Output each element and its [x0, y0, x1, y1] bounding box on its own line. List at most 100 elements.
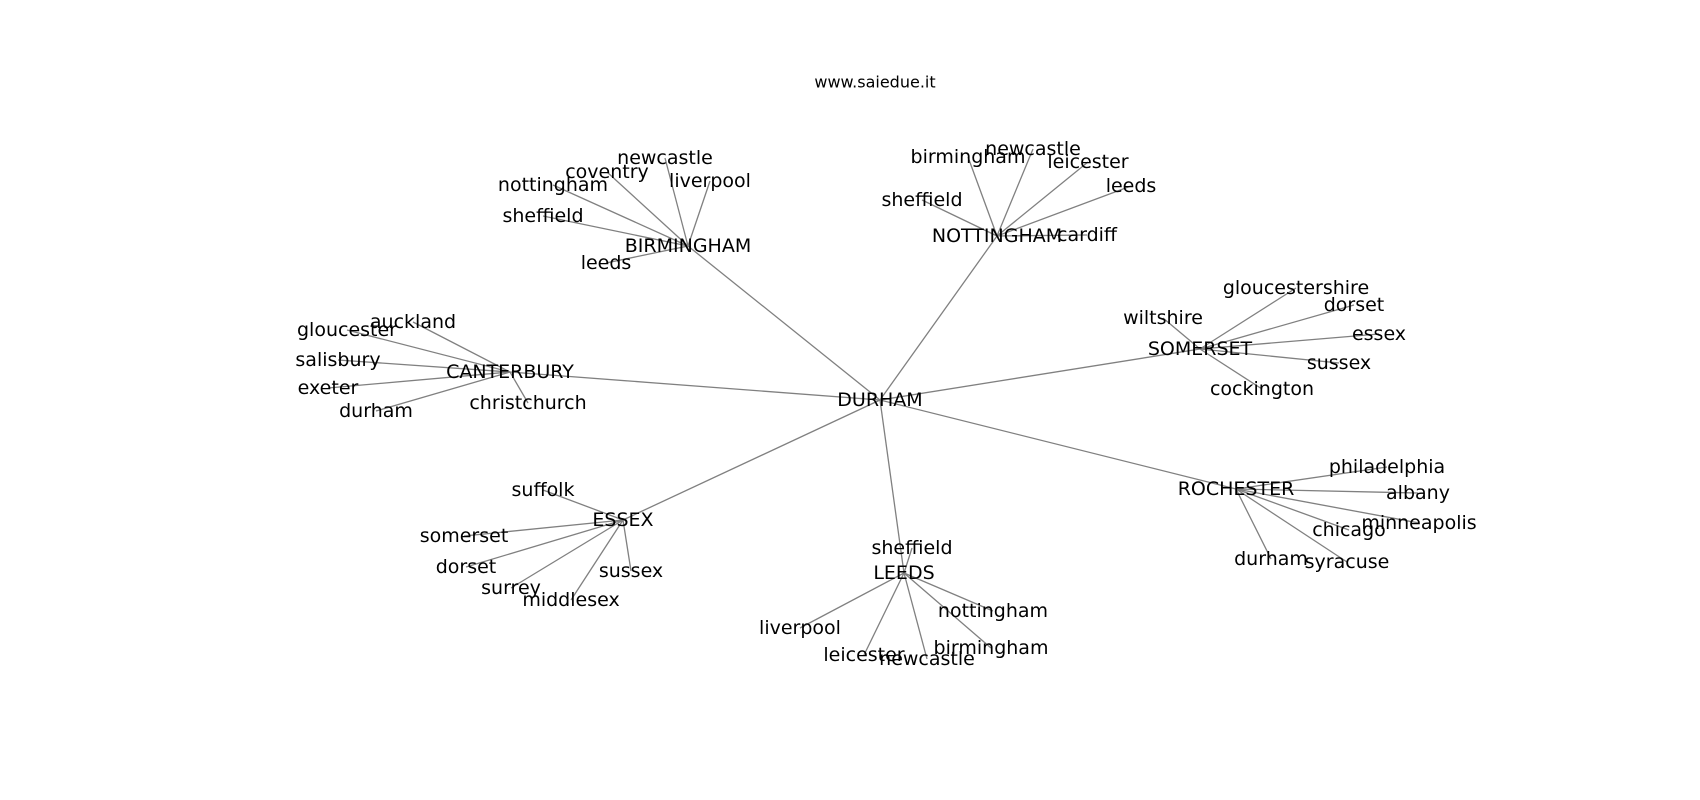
edge-birmingham-liverpool [687, 180, 711, 247]
edge-rochester-syracuse [1235, 488, 1348, 563]
edge-root-canterbury [509, 371, 881, 401]
edge-somerset-gloucestershire [1199, 287, 1297, 350]
node-root: DURHAM [837, 389, 922, 411]
node-leaf: durham [1234, 548, 1308, 570]
node-leaf: cockington [1210, 378, 1314, 400]
node-leaf: leicester [1047, 151, 1128, 173]
edge-leeds-birmingham [903, 572, 992, 649]
node-leaf: nottingham [498, 174, 608, 196]
edge-essex-surrey [510, 519, 624, 589]
node-leaf: birmingham [934, 637, 1049, 659]
edge-canterbury-salisbury [337, 359, 511, 373]
node-leaf: durham [339, 400, 413, 422]
node-hub: BIRMINGHAM [625, 235, 751, 257]
edge-rochester-philadelphia [1235, 466, 1388, 490]
edge-birmingham-newcastle [664, 157, 689, 247]
node-hub: ESSEX [592, 509, 653, 531]
edge-nottingham-birmingham [967, 156, 998, 237]
edge-canterbury-christchurch [509, 371, 529, 404]
node-leaf: gloucestershire [1223, 277, 1369, 299]
node-leaf: somerset [420, 525, 509, 547]
node-leaf: newcastle [879, 648, 975, 670]
site-title: www.saiedue.it [814, 73, 935, 92]
edge-somerset-cockington [1199, 348, 1263, 390]
node-hub: ROCHESTER [1178, 478, 1295, 500]
node-leaf: sheffield [871, 537, 952, 559]
node-leaf: gloucester [297, 319, 397, 341]
node-leaf: auckland [370, 311, 456, 333]
edge-root-rochester [879, 399, 1237, 490]
edge-rochester-minneapolis [1235, 488, 1420, 524]
edge-essex-somerset [463, 519, 624, 537]
edge-root-essex [622, 399, 881, 521]
edge-leeds-newcastle [903, 572, 928, 660]
node-leaf: liverpool [759, 617, 841, 639]
edge-somerset-sussex [1199, 348, 1340, 364]
node-hub: CANTERBURY [446, 361, 574, 383]
node-leaf: cardiff [1057, 224, 1118, 246]
node-leaf: chicago [1312, 519, 1386, 541]
node-leaf: middlesex [522, 589, 619, 611]
edge-rochester-chicago [1235, 488, 1350, 531]
edge-essex-sussex [622, 519, 632, 572]
node-leaf: sussex [599, 560, 663, 582]
edge-root-nottingham [879, 235, 998, 401]
edge-root-leeds [879, 399, 905, 574]
edge-birmingham-leeds [605, 245, 689, 264]
edge-canterbury-gloucester [346, 329, 511, 373]
edge-nottingham-leeds [996, 185, 1132, 237]
node-leaf: exeter [298, 377, 359, 399]
node-leaf: leicester [823, 644, 904, 666]
node-leaf: wiltshire [1123, 307, 1203, 329]
edge-somerset-wiltshire [1162, 317, 1201, 350]
edge-birmingham-coventry [606, 171, 689, 247]
node-hub: LEEDS [873, 562, 934, 584]
edge-somerset-essex [1199, 333, 1380, 350]
node-leaf: albany [1386, 482, 1450, 504]
node-leaf: syracuse [1305, 551, 1390, 573]
edge-canterbury-auckland [412, 321, 511, 373]
edge-canterbury-durham [375, 371, 511, 412]
node-leaf: sheffield [502, 205, 583, 227]
edge-rochester-albany [1235, 488, 1419, 494]
edge-root-birmingham [687, 245, 881, 401]
node-hub: SOMERSET [1148, 338, 1253, 360]
node-leaf: newcastle [985, 138, 1081, 160]
node-leaf: birmingham [911, 146, 1026, 168]
node-leaf: dorset [1324, 294, 1385, 316]
edge-nottingham-sheffield [921, 199, 998, 237]
edge-leeds-sheffield [903, 547, 913, 574]
edge-birmingham-sheffield [542, 215, 689, 247]
node-leaf: liverpool [669, 170, 751, 192]
node-leaf: sussex [1307, 352, 1371, 374]
node-leaf: essex [1352, 323, 1406, 345]
node-leaf: newcastle [617, 147, 713, 169]
edge-nottingham-cardiff [996, 234, 1088, 237]
node-leaf: leeds [1106, 175, 1157, 197]
edge-birmingham-nottingham [552, 184, 689, 247]
node-leaf: salisbury [295, 349, 380, 371]
edge-root-somerset [879, 348, 1201, 401]
node-hub: NOTTINGHAM [932, 225, 1062, 247]
edge-nottingham-newcastle [996, 148, 1034, 237]
edge-essex-suffolk [542, 489, 624, 521]
edge-leeds-nottingham [903, 572, 994, 612]
node-leaf: leeds [581, 252, 632, 274]
node-leaf: christchurch [469, 392, 586, 414]
edge-nottingham-leicester [996, 161, 1089, 237]
node-leaf: minneapolis [1361, 512, 1476, 534]
edge-rochester-durham [1235, 488, 1272, 560]
node-leaf: suffolk [512, 479, 575, 501]
node-leaf: philadelphia [1329, 456, 1445, 478]
node-leaf: coventry [565, 161, 649, 183]
edge-leeds-liverpool [799, 572, 905, 629]
node-leaf: surrey [481, 577, 541, 599]
edge-canterbury-exeter [327, 371, 511, 389]
edge-somerset-dorset [1199, 304, 1355, 350]
node-leaf: sheffield [881, 189, 962, 211]
node-leaf: dorset [436, 556, 497, 578]
edges-layer [327, 148, 1420, 660]
edge-leeds-leicester [863, 572, 905, 656]
